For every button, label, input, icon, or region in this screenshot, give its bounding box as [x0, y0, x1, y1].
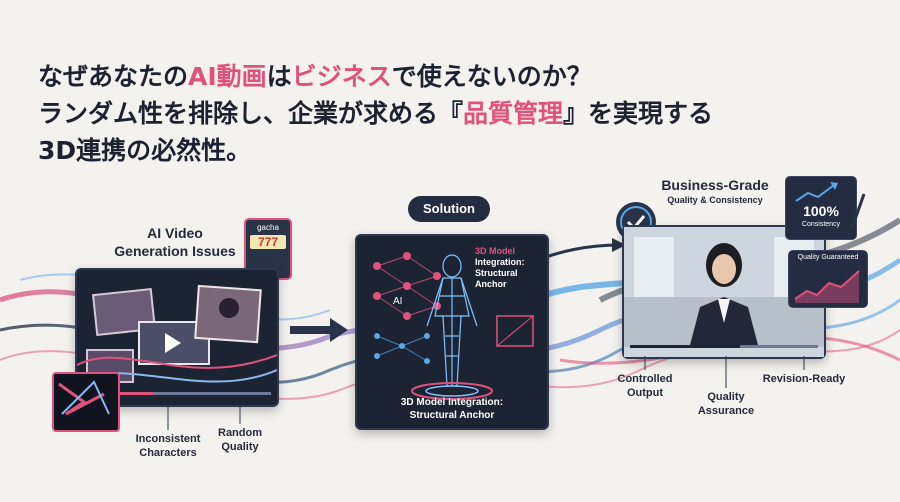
trend-up-icon: [795, 182, 838, 202]
consistency-card: 100% Consistency: [785, 176, 857, 240]
label-inconsistent-characters: Inconsistent Characters: [135, 433, 201, 459]
headline-line-2: ランダム性を排除し、企業が求める『品質管理』を実現する: [38, 99, 714, 128]
quality-guaranteed-card: Quality Guaranteed: [788, 250, 868, 308]
headline: なぜあなたのAI動画はビジネスで使えないのか？ ランダム性を排除し、企業が求める…: [38, 58, 858, 169]
ai-label: AI: [393, 296, 402, 307]
label-controlled-output: Controlled Output: [617, 373, 673, 399]
label-random-quality: Random Quality: [218, 427, 262, 453]
middle-3d-panel: AI 3D Model Integration: Structural Anch…: [355, 234, 549, 430]
headline-line-3: 3D連携の必然性。: [38, 136, 252, 165]
brush-icon: [848, 192, 868, 232]
glitch-frame: [52, 372, 120, 432]
right-title: Business-Grade Quality & Consistency: [661, 177, 769, 205]
headline-line-1: なぜあなたのAI動画はビジネスで使えないのか？: [38, 62, 592, 91]
label-revision-ready: Revision-Ready: [762, 373, 846, 385]
panel-3d-caption: 3D Model Integration: Structural Anchor: [400, 397, 504, 421]
panel-3d-title: 3D Model Integration: Structural Anchor: [475, 246, 525, 289]
solution-badge: Solution: [408, 196, 490, 222]
left-title: AI Video Generation Issues: [114, 225, 236, 259]
label-quality-assurance: Quality Assurance: [697, 391, 755, 417]
quality-chart-icon: [794, 270, 860, 303]
wireframe-human-and-network: AI: [373, 252, 534, 400]
